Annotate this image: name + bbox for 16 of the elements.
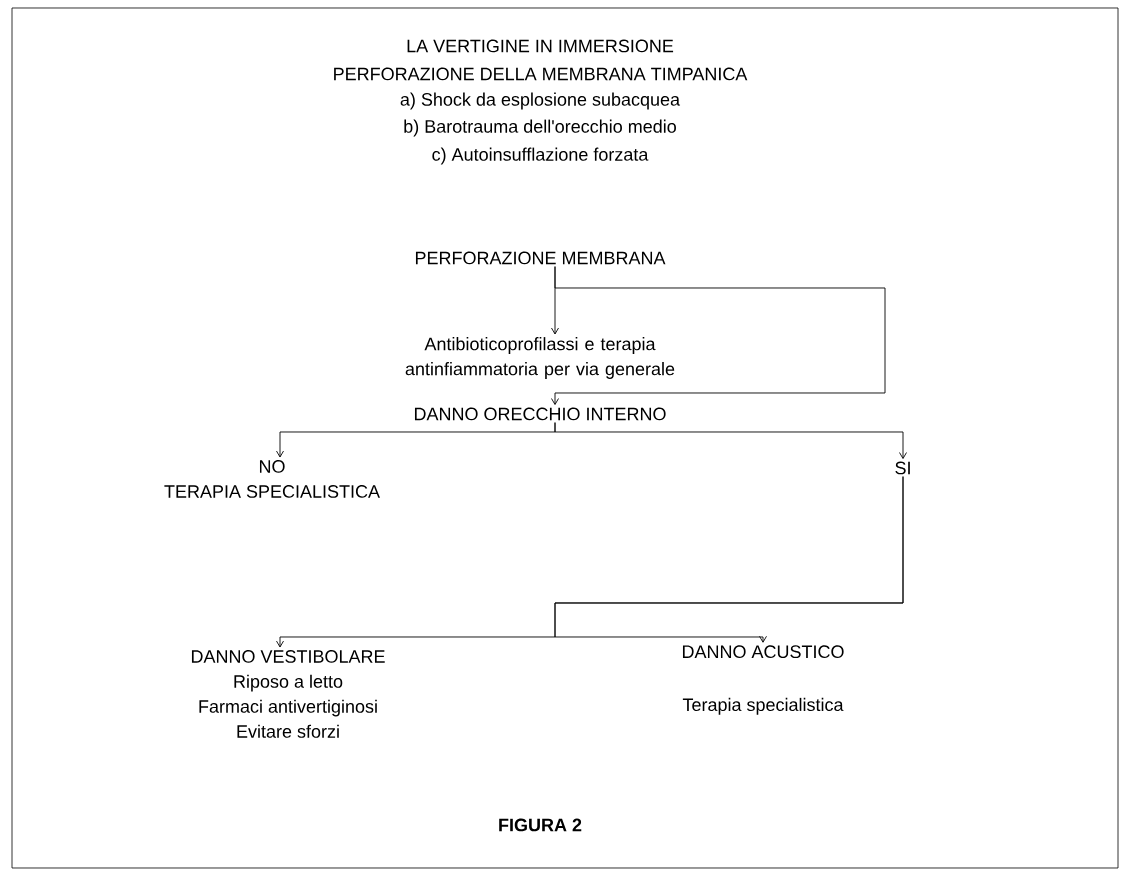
arrow bbox=[554, 422, 907, 459]
flow-text: PERFORAZIONE MEMBRANA bbox=[415, 251, 666, 265]
flow-text: DANNO ORECCHIO INTERNO bbox=[415, 407, 666, 421]
heading-text: PERFORAZIONE DELLA MEMBRANA TIMPANICA bbox=[334, 67, 748, 81]
flow-text: DANNO ACUSTICO Terapia specialistica bbox=[682, 645, 844, 715]
heading-text: c) Autoinsufflazione forzata bbox=[432, 147, 649, 165]
flow-text: SI bbox=[895, 461, 910, 475]
arrow bbox=[551, 266, 886, 405]
title: LA VERTIGINE IN IMMERSIONE bbox=[407, 39, 674, 53]
flow-text: NO TERAPIA SPECIALISTICA bbox=[164, 460, 380, 498]
heading-text: b) Barotrauma dell'orecchio medio bbox=[404, 119, 676, 137]
arrow bbox=[554, 476, 904, 643]
flow-text: DANNO VESTIBOLARE Riposo a letto Farmaci antivertiginosi Evitare sforzi bbox=[191, 650, 385, 738]
heading-text: a) Shock da esplosione subacquea bbox=[400, 92, 681, 110]
flow-text: Antibioticoprofilassi e terapia antinfiammatoria per via generale bbox=[405, 337, 675, 379]
caption: FIGURA 2 bbox=[499, 818, 582, 832]
